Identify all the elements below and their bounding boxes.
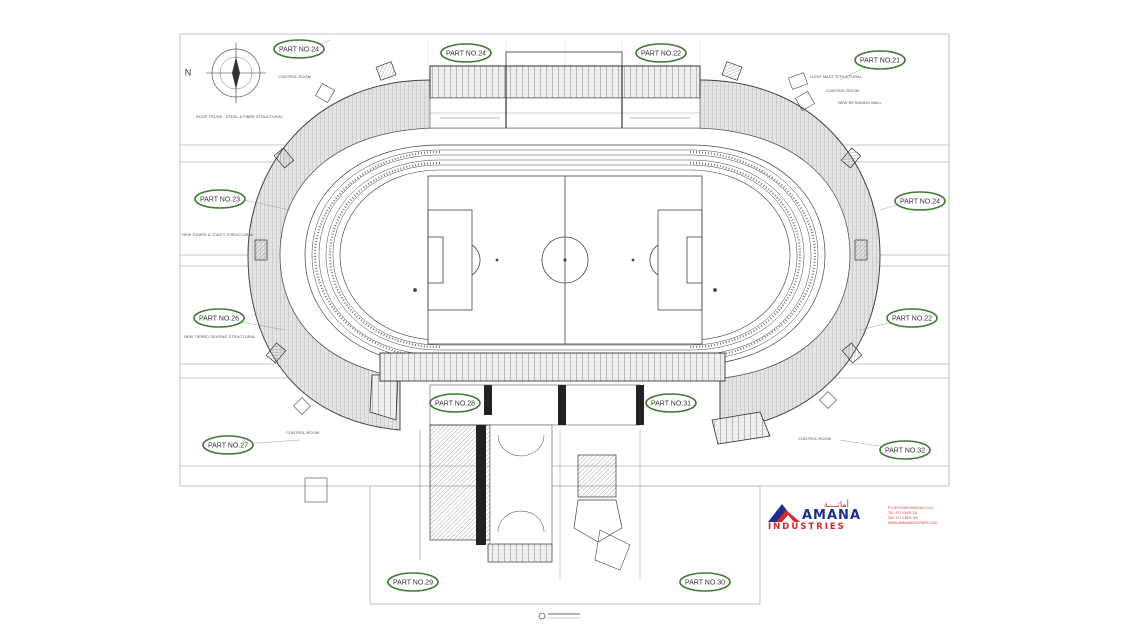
logo-contact-line: P.O.BOX 5490 SHARJAH U.A.E (888, 506, 934, 510)
scale-bar (538, 612, 580, 620)
amana-industries-logo: أماتــــة AMANA INDUSTRIES P.O.BOX 5490 … (766, 500, 956, 540)
part-tag-ellipse (679, 572, 731, 592)
part-tag-mr1: PART NO.24 (894, 191, 946, 211)
part-tag-bbl: PART NO.29 (387, 572, 439, 592)
part-tag-tc1: PART NO.24 (440, 43, 492, 63)
annotations: CONTROL ROOM CONTROL ROOM CONTROL ROOM C… (182, 74, 883, 441)
part-tag-label: PART NO.28 (435, 400, 475, 407)
north-label: N (185, 67, 192, 77)
part-tag-ellipse (193, 308, 245, 328)
logo-arabic-name: أماتــــة (824, 500, 849, 509)
part-tag-label: PART NO.21 (860, 57, 900, 64)
part-tag-br: PART NO.32 (879, 440, 931, 460)
part-tag-ellipse (635, 43, 687, 63)
part-tag-ellipse (387, 572, 439, 592)
part-tag-label: PART NO.27 (208, 442, 248, 449)
part-tag-ellipse (194, 189, 246, 209)
track-texture (313, 150, 817, 360)
part-tag-bl: PART NO.27 (202, 435, 254, 455)
logo-contact-line: WWW.AMANAINDUSTRIES.COM (888, 521, 937, 525)
part-tag-label: PART NO.26 (199, 315, 239, 322)
part-tag-label: PART NO.30 (685, 579, 725, 586)
part-tag-ellipse (429, 393, 481, 413)
part-tag-ellipse (645, 393, 697, 413)
south-building (379, 352, 726, 580)
part-tag-label: PART NO.24 (279, 46, 319, 53)
part-tag-ellipse (854, 50, 906, 70)
part-tag-label: PART NO.22 (892, 315, 932, 322)
part-tag-label: PART NO.23 (200, 196, 240, 203)
part-tag-mr2: PART NO.22 (886, 308, 938, 328)
part-tag-ellipse (440, 43, 492, 63)
part-tag-label: PART NO.24 (900, 198, 940, 205)
part-tag-ellipse (879, 440, 931, 460)
part-tag-bbr: PART NO.30 (679, 572, 731, 592)
part-tag-tl: PART NO.24 (273, 39, 325, 59)
logo-contact-line: TEL: 971 6 5431 311 (888, 511, 918, 515)
part-tag-label: PART NO.32 (885, 447, 925, 454)
logo-name: AMANA (802, 508, 861, 523)
part-tag-tc2: PART NO.22 (635, 43, 687, 63)
part-tag-label: PART NO.22 (641, 50, 681, 57)
light-masts (254, 61, 868, 364)
logo-mark-icon (768, 504, 800, 522)
part-tag-ellipse (886, 308, 938, 328)
compass-rose: N (185, 43, 266, 103)
note-control-room-bl: CONTROL ROOM (286, 430, 319, 435)
note-control-room-tr: CONTROL ROOM (826, 88, 859, 93)
part-tag-ellipse (202, 435, 254, 455)
logo-subtitle: INDUSTRIES (768, 522, 846, 532)
football-pitch (413, 175, 717, 345)
note-control-room-br: CONTROL ROOM (798, 436, 831, 441)
note-roof-truss: ROOF TRUSS - STEEL & FIBRE STRUCTURAL (196, 114, 284, 119)
logo-contact-line: FAX: 971 6 5431 300 (888, 516, 918, 520)
part-tag-label: PART NO.24 (446, 50, 486, 57)
part-tag-ellipse (273, 39, 325, 59)
part-tag-label: PART NO.31 (651, 400, 691, 407)
part-tag-label: PART NO.29 (393, 579, 433, 586)
note-stairs: NEW STAIRS & TOILET STRUCTURAL (182, 232, 254, 237)
note-control-room-tl: CONTROL ROOM (278, 74, 311, 79)
top-grandstand (429, 51, 701, 129)
note-light-mast: LIGHT MAST STRUCTURAL (810, 74, 863, 79)
part-tag-bc2: PART NO.31 (645, 393, 697, 413)
part-tag-ml1: PART NO.23 (194, 189, 246, 209)
part-tag-ellipse (894, 191, 946, 211)
note-retaining-wall: NEW RETAINING WALL (838, 100, 883, 105)
part-tag-ml2: PART NO.26 (193, 308, 245, 328)
part-tag-bc1: PART NO.28 (429, 393, 481, 413)
note-new-seats: NEW TIERED SEATING STRUCTURAL (184, 334, 256, 339)
logo-contact-block: P.O.BOX 5490 SHARJAH U.A.E TEL: 971 6 54… (888, 506, 958, 526)
part-tag-tr: PART NO.21 (854, 50, 906, 70)
misc-structures (293, 72, 837, 503)
